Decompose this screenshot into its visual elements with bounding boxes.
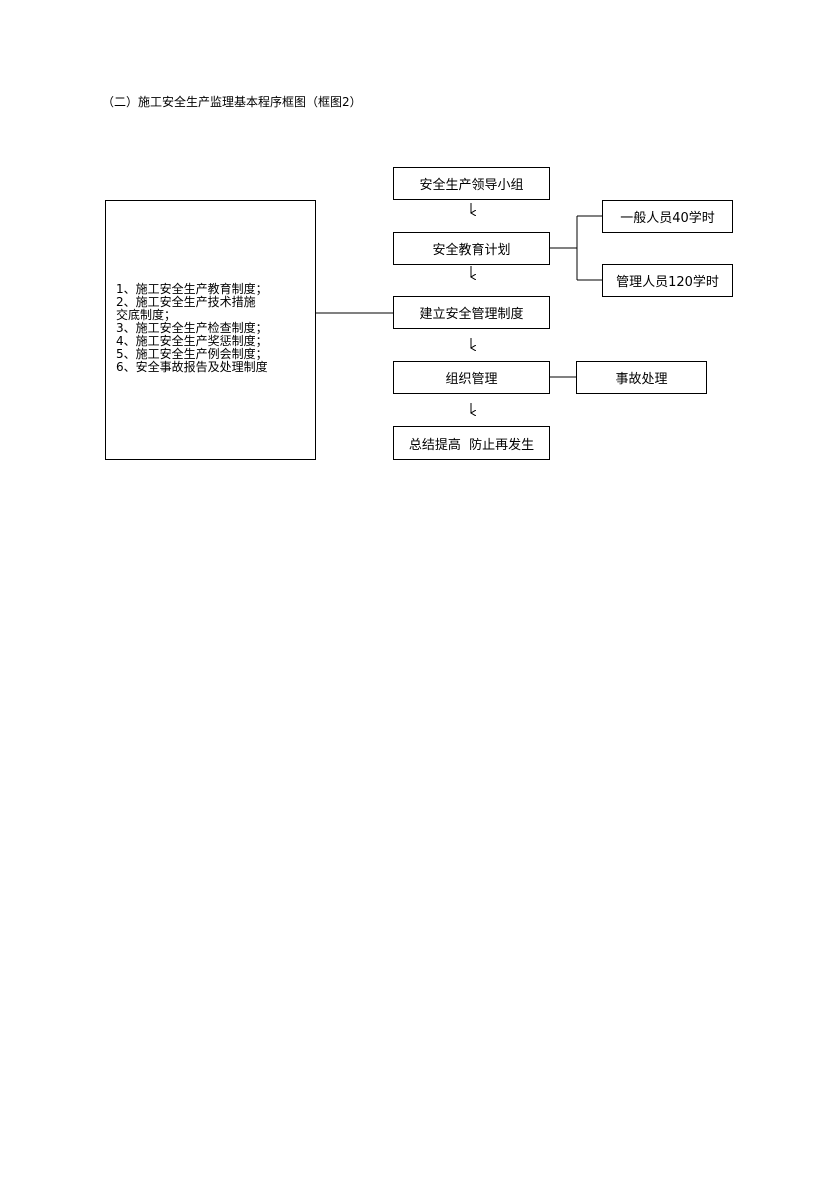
list-item: 2、施工安全生产技术措施 (116, 295, 256, 309)
summary-box: 总结提高 防止再发生 (393, 426, 550, 460)
leadership-group-box: 安全生产领导小组 (393, 167, 550, 200)
accident-handling-box: 事故处理 (576, 361, 707, 394)
list-item: 6、安全事故报告及处理制度 (116, 360, 268, 374)
general-staff-box: 一般人员40学时 (602, 200, 733, 233)
list-item: 5、施工安全生产例会制度； (116, 347, 268, 361)
education-plan-box: 安全教育计划 (393, 232, 550, 265)
list-item: 3、施工安全生产检查制度； (116, 321, 268, 335)
safety-systems-list: 1、施工安全生产教育制度； 2、施工安全生产技术措施 交底制度； 3、施工安全生… (116, 283, 268, 374)
page-title: （二）施工安全生产监理基本程序框图（框图2） (102, 95, 362, 109)
list-item: 4、施工安全生产奖惩制度； (116, 334, 268, 348)
management-system-box: 建立安全管理制度 (393, 296, 550, 329)
safety-systems-box: 1、施工安全生产教育制度； 2、施工安全生产技术措施 交底制度； 3、施工安全生… (105, 200, 316, 460)
list-item: 1、施工安全生产教育制度； (116, 282, 268, 296)
management-staff-box: 管理人员120学时 (602, 264, 733, 297)
organize-management-box: 组织管理 (393, 361, 550, 394)
list-item: 交底制度； (116, 308, 177, 322)
